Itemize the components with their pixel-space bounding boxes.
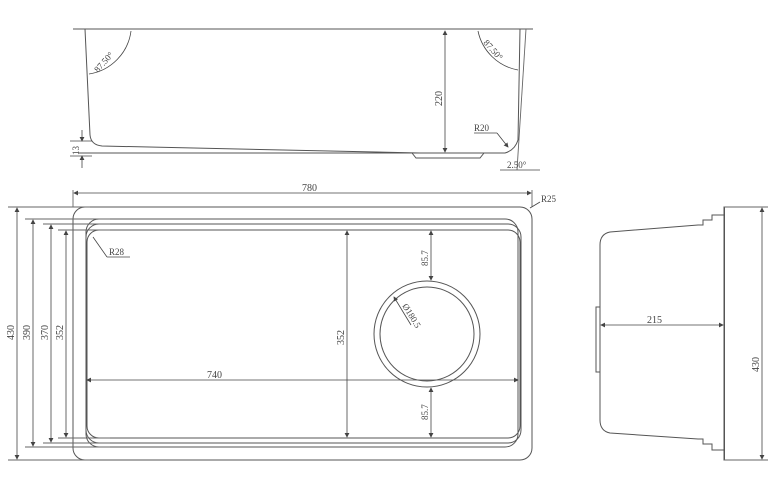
r25-leader [529, 201, 541, 209]
drain-inner [379, 286, 475, 382]
drain-step [411, 152, 485, 159]
side-profile [599, 214, 724, 451]
bowl-contour [86, 229, 521, 439]
height-430-label: 430 [6, 325, 17, 340]
side-width-label: 430 [751, 357, 762, 372]
side-drain-flange [595, 306, 601, 373]
inner-contour-2 [85, 223, 522, 444]
r20-leader [496, 132, 509, 148]
bowl-height-label: 352 [336, 330, 347, 345]
left-wall [84, 28, 421, 154]
side-view: 430 215 [595, 206, 768, 461]
slope-label: 2.50° [507, 160, 527, 170]
angle-left-label: 87.50° [92, 50, 116, 75]
bottom-radius-label: R20 [474, 123, 490, 133]
angle-arc-left [88, 30, 132, 75]
length-740-label: 740 [207, 370, 222, 381]
angle-arc-right [477, 30, 519, 71]
angle-right-label: 87.50° [482, 38, 506, 63]
depth-label: 220 [434, 91, 445, 106]
drain-top-offset-label: 85.7 [420, 250, 430, 266]
outer-rim [72, 206, 533, 461]
length-780-label: 780 [302, 183, 317, 194]
plan-view: 430 390 370 352 780 R25 R28 740 352 85.7… [6, 183, 557, 461]
r28-leader [92, 236, 108, 258]
right-slope-ref [516, 28, 527, 171]
drain-bottom-offset-label: 85.7 [420, 404, 430, 420]
drain-diameter-leader [393, 296, 412, 326]
front-section-view: 87.50° 87.50° 220 R20 13 2.50° [70, 28, 540, 171]
side-depth-label: 215 [647, 315, 662, 326]
inner-contour-1 [85, 218, 519, 448]
corner-radius-outer-label: R25 [541, 194, 557, 204]
corner-radius-inner-label: R28 [109, 247, 125, 257]
height-370-label: 370 [40, 325, 51, 340]
height-352-label: 352 [55, 325, 66, 340]
drain-outer [373, 280, 481, 388]
thickness-label: 13 [71, 146, 81, 156]
height-390-label: 390 [22, 325, 33, 340]
side-rim-line [723, 206, 725, 461]
drain-diameter-label: Ø180.5 [400, 302, 423, 330]
right-wall [420, 28, 521, 154]
